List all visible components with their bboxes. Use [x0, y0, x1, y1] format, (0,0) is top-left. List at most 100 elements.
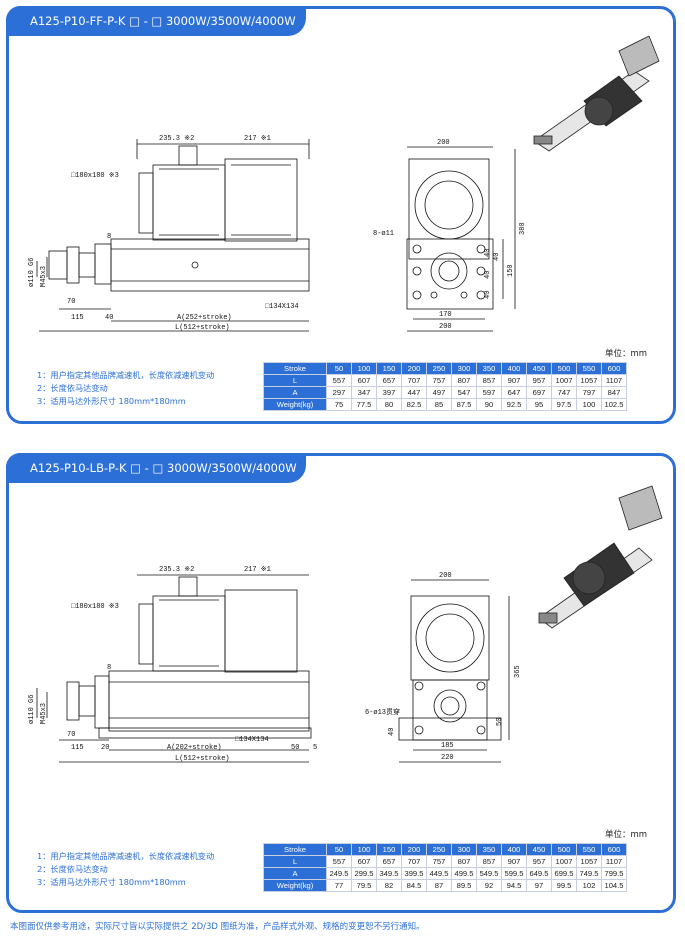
table-cell: 697 — [526, 386, 552, 399]
header-cell: 200 — [401, 843, 427, 856]
dim-top1: 235.3 ※2 — [159, 566, 194, 574]
dim-v40d: 40 — [484, 291, 492, 299]
header-stroke: Stroke — [263, 843, 327, 856]
table-cell: 557 — [326, 855, 352, 868]
table-cell: 79.5 — [351, 879, 377, 892]
table-cell: 104.5 — [601, 879, 627, 892]
table-cell: 97.5 — [551, 398, 577, 411]
table-cell: 749.5 — [576, 867, 602, 880]
dim-a: A(252+stroke) — [177, 314, 232, 322]
table-cell: 957 — [526, 855, 552, 868]
table-cell: 807 — [451, 374, 477, 387]
row-label: L — [263, 374, 327, 387]
dim-sq: □180x180 ※3 — [71, 603, 119, 611]
dim-8: 8 — [107, 233, 111, 241]
table-cell: 907 — [501, 374, 527, 387]
dim-a: A(202+stroke) — [167, 744, 222, 752]
table-cell: 95 — [526, 398, 552, 411]
table-cell: 100 — [576, 398, 602, 411]
header-cell: 200 — [401, 362, 427, 375]
dim-115: 115 — [71, 314, 84, 322]
table-cell: 97 — [526, 879, 552, 892]
dim-l: L(512+stroke) — [175, 755, 230, 763]
note-2: 2：长度依马达变动 — [37, 383, 108, 394]
note-3: 3：适用马达外形尺寸 180mm*180mm — [37, 877, 186, 888]
table-cell: 847 — [601, 386, 627, 399]
dim-h150: 150 — [507, 264, 515, 277]
row-label: Weight(kg) — [263, 879, 327, 892]
table-cell: 607 — [351, 374, 377, 387]
table-cell: 85 — [426, 398, 452, 411]
table-cell: 757 — [426, 374, 452, 387]
footer-disclaimer: 本图面仅供参考用途，实际尺寸皆以实际提供之 2D/3D 图纸为准，产品样式外观、… — [10, 922, 425, 932]
table-cell: 857 — [476, 374, 502, 387]
dim-v40a: 40 — [493, 253, 501, 261]
table-cell: 77 — [326, 879, 352, 892]
header-cell: 550 — [576, 362, 602, 375]
table-cell: 1057 — [576, 374, 602, 387]
dim-5: 5 — [313, 744, 317, 752]
table-cell: 657 — [376, 855, 402, 868]
header-cell: 450 — [526, 362, 552, 375]
header-stroke: Stroke — [263, 362, 327, 375]
dim-w185: 185 — [441, 742, 454, 750]
note-1: 1：用户指定其他品牌减速机，长度依减速机变动 — [37, 851, 215, 861]
dim-115: 115 — [71, 744, 84, 752]
table-cell: 1007 — [551, 374, 577, 387]
table-cell: 102 — [576, 879, 602, 892]
header-cell: 100 — [351, 362, 377, 375]
dim-70: 70 — [67, 731, 75, 739]
header-cell: 400 — [501, 362, 527, 375]
header-cell: 300 — [451, 362, 477, 375]
unit-label: 单位：mm — [605, 349, 648, 359]
dim-shaft1: ø110 G6 — [28, 695, 36, 724]
header-cell: 350 — [476, 843, 502, 856]
dim-v40: 40 — [388, 728, 396, 736]
dim-holes: 8-ø11 — [373, 230, 394, 238]
table-cell: 75 — [326, 398, 352, 411]
dim-holes: 6-ø13贯穿 — [365, 707, 400, 717]
header-cell: 600 — [601, 843, 627, 856]
technical-drawing-lb: 235.3 ※2 217 ※1 □180x180 ※3 8 ø110 G6 M4… — [28, 566, 522, 763]
table-cell: 87.5 — [451, 398, 477, 411]
table-cell: 647 — [501, 386, 527, 399]
table-cell: 797 — [576, 386, 602, 399]
dim-h380: 380 — [519, 222, 527, 235]
dim-sq134: □134X134 — [235, 736, 269, 744]
table-cell: 1107 — [601, 855, 627, 868]
table-cell: 399.5 — [401, 867, 427, 880]
dim-w200top: 200 — [437, 139, 450, 147]
table-cell: 82.5 — [401, 398, 427, 411]
header-cell: 500 — [551, 843, 577, 856]
table-cell: 94.5 — [501, 879, 527, 892]
dim-top2: 217 ※1 — [244, 135, 271, 143]
header-cell: 400 — [501, 843, 527, 856]
header-cell: 550 — [576, 843, 602, 856]
header-cell: 600 — [601, 362, 627, 375]
section-title: A125-P10-LB-P-K □ - □ 3000W/3500W/4000W — [6, 453, 306, 483]
table-cell: 1007 — [551, 855, 577, 868]
table-cell: 557 — [326, 374, 352, 387]
table-cell: 857 — [476, 855, 502, 868]
dim-20: 20 — [101, 744, 109, 752]
table-cell: 547 — [451, 386, 477, 399]
header-cell: 350 — [476, 362, 502, 375]
table-cell: 707 — [401, 374, 427, 387]
motor-body — [152, 164, 226, 241]
front-view-motor — [408, 158, 490, 260]
table-cell: 297 — [326, 386, 352, 399]
table-cell: 699.5 — [551, 867, 577, 880]
dim-50: 50 — [291, 744, 299, 752]
notes-list: 1：用户指定其他品牌减速机，长度依减速机变动 2：长度依马达变动 3：适用马达外… — [37, 369, 214, 409]
dim-w200top: 200 — [439, 572, 452, 580]
reducer-body — [224, 158, 298, 242]
table-cell: 84.5 — [401, 879, 427, 892]
dim-w170: 170 — [439, 311, 452, 319]
table-cell: 599.5 — [501, 867, 527, 880]
table-cell: 89.5 — [451, 879, 477, 892]
